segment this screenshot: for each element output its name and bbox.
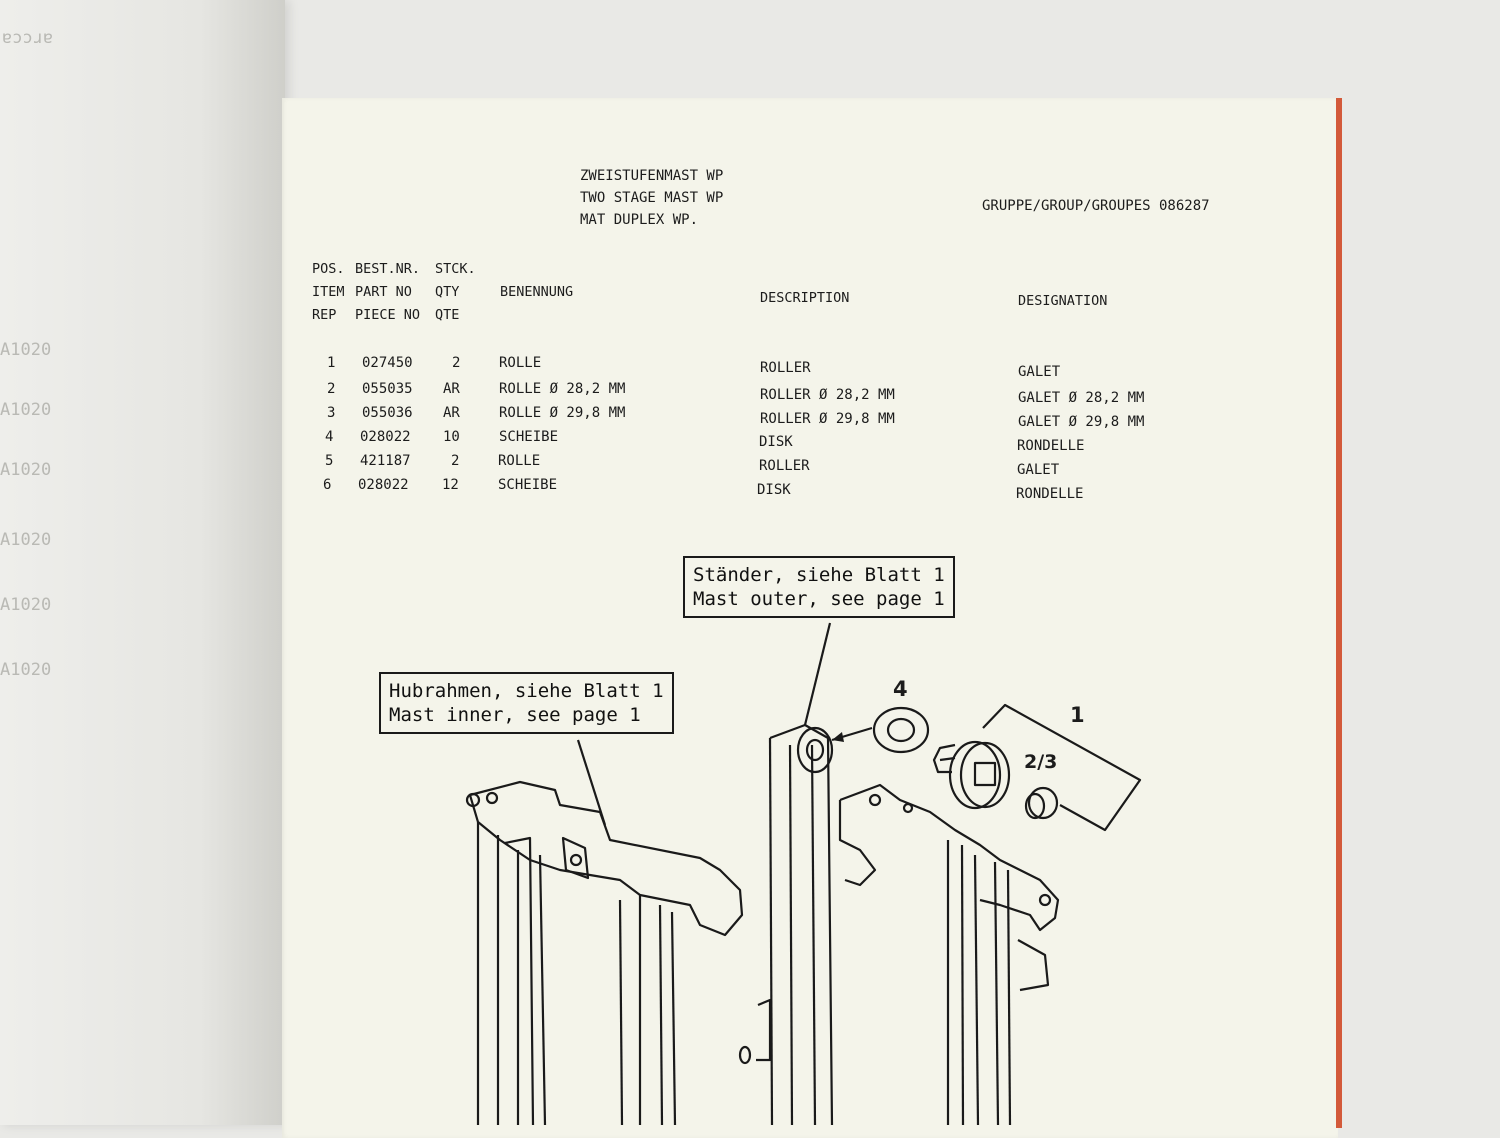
header-pos-en: ITEM <box>312 284 345 300</box>
row-part-no: 028022 <box>358 477 409 493</box>
row-pos: 5 <box>325 453 334 469</box>
header-qty-en: QTY <box>435 284 460 300</box>
row-qty: 2 <box>452 355 461 371</box>
label-roller-1: 1 <box>1070 703 1085 727</box>
callout-mast-outer: Ständer, siehe Blatt 1 Mast outer, see p… <box>683 556 955 618</box>
ghost-text: A1020 <box>0 530 52 550</box>
row-part-no: 027450 <box>362 355 413 371</box>
header-benennung: BENENNUNG <box>500 284 574 300</box>
row-qty: 10 <box>443 429 460 445</box>
callout-inner-en: Mast inner, see page 1 <box>389 704 641 726</box>
header-part-fr: PIECE NO <box>355 307 421 323</box>
facing-page: ɐɔɔɹɐ A1020 A1020 A1020 A1020 A1020 A102… <box>0 0 285 1125</box>
row-description: ROLLER <box>760 360 811 376</box>
roller-drawing <box>932 740 1011 810</box>
header-designation: DESIGNATION <box>1018 293 1108 309</box>
mast-inner-drawing <box>465 780 744 1125</box>
row-part-no: 421187 <box>360 453 411 469</box>
ghost-text: A1020 <box>0 660 52 680</box>
row-description: DISK <box>757 482 791 498</box>
ghost-text: ɐɔɔɹɐ <box>2 28 54 48</box>
row-designation: GALET Ø 29,8 MM <box>1018 414 1145 430</box>
row-qty: 12 <box>442 477 459 493</box>
header-qty-de: STCK. <box>435 261 476 277</box>
title-line-2: TWO STAGE MAST WP <box>580 190 724 206</box>
ghost-text: A1020 <box>0 595 52 615</box>
bushing-drawing <box>1024 786 1059 820</box>
row-pos: 3 <box>327 405 336 421</box>
row-description: ROLLER Ø 29,8 MM <box>760 411 895 427</box>
row-designation: GALET Ø 28,2 MM <box>1018 390 1145 406</box>
callout-outer-de: Ständer, siehe Blatt 1 <box>693 564 945 586</box>
header-pos-fr: REP <box>312 307 337 323</box>
row-qty: AR <box>443 405 460 421</box>
washer-drawing <box>872 706 930 754</box>
header-part-en: PART NO <box>355 284 412 300</box>
row-benennung: ROLLE Ø 28,2 MM <box>499 381 626 397</box>
cover-edge <box>1336 98 1342 1128</box>
title-line-1: ZWEISTUFENMAST WP <box>580 168 724 184</box>
mast-outer-drawing <box>738 723 1060 1125</box>
ghost-text: A1020 <box>0 460 52 480</box>
callout-mast-inner: Hubrahmen, siehe Blatt 1 Mast inner, see… <box>379 672 674 734</box>
row-pos: 4 <box>325 429 334 445</box>
row-part-no: 028022 <box>360 429 411 445</box>
row-designation: GALET <box>1018 364 1061 380</box>
catalog-page <box>282 98 1338 1138</box>
row-pos: 2 <box>327 381 336 397</box>
arrow-head <box>832 732 844 742</box>
row-designation: RONDELLE <box>1017 438 1085 454</box>
row-benennung: ROLLE <box>499 355 542 371</box>
label-washer-4: 4 <box>893 677 908 701</box>
title-line-3: MAT DUPLEX WP. <box>580 212 699 228</box>
row-pos: 6 <box>323 477 332 493</box>
row-part-no: 055035 <box>362 381 413 397</box>
label-bushing-2-3: 2/3 <box>1024 751 1058 773</box>
row-benennung: SCHEIBE <box>499 429 559 445</box>
row-description: ROLLER <box>759 458 810 474</box>
row-description: ROLLER Ø 28,2 MM <box>760 387 895 403</box>
row-benennung: ROLLE Ø 29,8 MM <box>499 405 626 421</box>
callout-inner-de: Hubrahmen, siehe Blatt 1 <box>389 680 664 702</box>
callout-outer-en: Mast outer, see page 1 <box>693 588 945 610</box>
row-designation: GALET <box>1017 462 1060 478</box>
row-designation: RONDELLE <box>1016 486 1084 502</box>
ghost-text: A1020 <box>0 400 52 420</box>
header-pos-de: POS. <box>312 261 345 277</box>
row-qty: 2 <box>451 453 460 469</box>
row-benennung: SCHEIBE <box>498 477 558 493</box>
row-qty: AR <box>443 381 460 397</box>
header-part-de: BEST.NR. <box>355 261 421 277</box>
row-benennung: ROLLE <box>498 453 541 469</box>
row-description: DISK <box>759 434 793 450</box>
group-label: GRUPPE/GROUP/GROUPES 086287 <box>982 198 1210 214</box>
ghost-text: A1020 <box>0 340 52 360</box>
header-qty-fr: QTE <box>435 307 460 323</box>
row-part-no: 055036 <box>362 405 413 421</box>
row-pos: 1 <box>327 355 336 371</box>
header-description: DESCRIPTION <box>760 290 850 306</box>
